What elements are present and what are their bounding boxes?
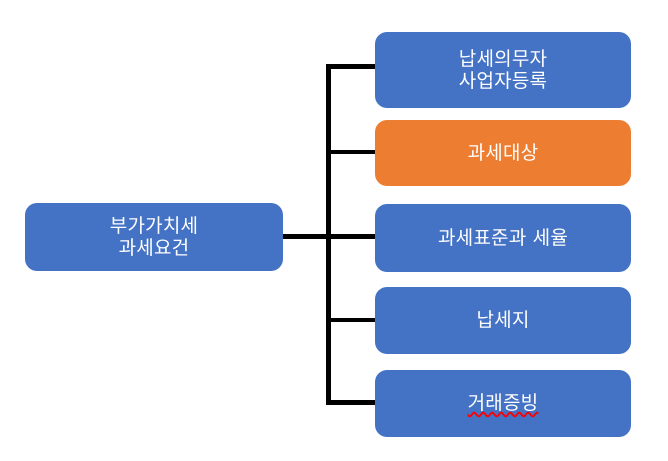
node-child-2[interactable]: 과세대상 — [375, 120, 631, 186]
connector-branch-5 — [326, 400, 378, 405]
node-child-2-label: 과세대상 — [467, 141, 539, 164]
node-child-5[interactable]: 거래증빙 — [375, 370, 631, 437]
connector-root-stem — [283, 234, 331, 239]
connector-branch-2 — [326, 150, 378, 154]
node-child-1[interactable]: 납세의무자 사업자등록 — [375, 32, 631, 108]
node-child-5-label: 거래증빙 — [467, 392, 539, 415]
node-child-3-label: 과세표준과 세율 — [438, 226, 568, 249]
connector-branch-1 — [326, 64, 378, 69]
connector-branch-3 — [326, 234, 378, 239]
node-child-1-label: 납세의무자 사업자등록 — [458, 47, 548, 92]
node-child-4[interactable]: 납세지 — [375, 287, 631, 354]
node-child-4-label: 납세지 — [476, 309, 530, 332]
connector-branch-4 — [326, 318, 378, 322]
node-root-label: 부가가치세 과세요건 — [109, 214, 199, 259]
node-root[interactable]: 부가가치세 과세요건 — [25, 203, 283, 271]
node-child-3[interactable]: 과세표준과 세율 — [375, 204, 631, 272]
